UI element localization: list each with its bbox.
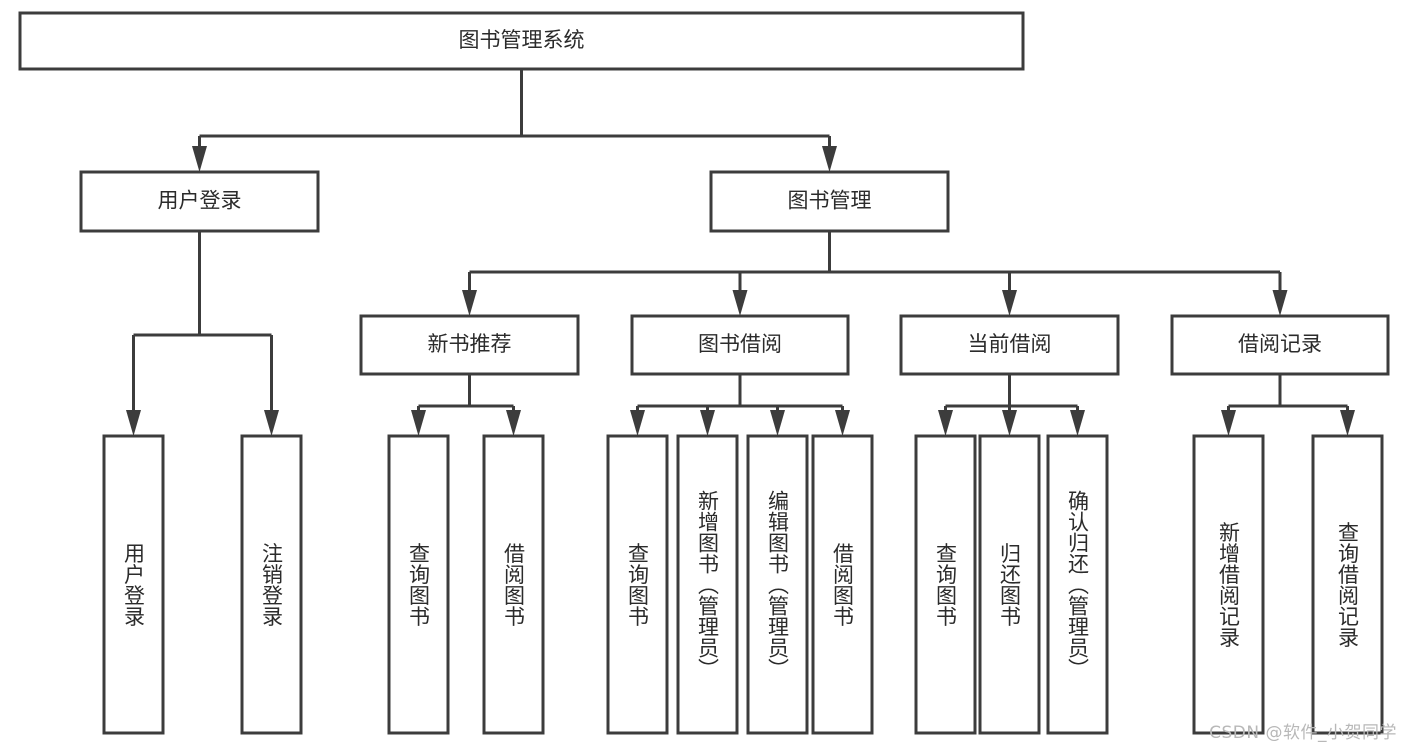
node-newbook-2[interactable]: 借阅图书 — [482, 434, 545, 735]
node-newbook[interactable]: 新书推荐 — [359, 314, 580, 376]
node-label-current-2: 归还图书 — [998, 543, 1022, 627]
arrow-head-icon — [1070, 410, 1085, 436]
connector-group-current — [938, 374, 1085, 436]
node-login-1[interactable]: 用户登录 — [102, 434, 165, 735]
connector-group-record — [1221, 374, 1355, 436]
connector-group-newbook — [411, 374, 521, 436]
node-label-login-2: 注销登录 — [260, 543, 284, 627]
edge-layer — [126, 69, 1355, 436]
arrow-head-icon — [630, 410, 645, 436]
node-box-login-2[interactable] — [240, 434, 303, 735]
node-box-borrow-4[interactable] — [811, 434, 874, 735]
node-label-borrow-2: 新增图书（管理员） — [696, 490, 720, 679]
node-borrow-4[interactable]: 借阅图书 — [811, 434, 874, 735]
arrow-head-icon — [732, 290, 748, 316]
node-box-login[interactable] — [79, 170, 320, 233]
arrow-head-icon — [700, 410, 715, 436]
node-layer: 图书管理系统用户登录图书管理新书推荐图书借阅当前借阅借阅记录用户登录注销登录查询… — [18, 11, 1390, 735]
arrow-head-icon — [1272, 290, 1288, 316]
node-label-current-1: 查询图书 — [934, 543, 958, 627]
node-login[interactable]: 用户登录 — [79, 170, 320, 233]
arrow-head-icon — [126, 410, 141, 436]
connector-group-bookmgmt — [462, 231, 1288, 316]
node-box-borrow-1[interactable] — [606, 434, 669, 735]
connector-group-login — [126, 231, 279, 436]
node-label-record-1: 新增借阅记录 — [1217, 522, 1241, 648]
arrow-head-icon — [835, 410, 850, 436]
node-box-record-2[interactable] — [1311, 434, 1384, 735]
node-label-borrow: 图书借阅 — [698, 332, 782, 356]
node-current-3[interactable]: 确认归还（管理员） — [1046, 434, 1109, 735]
node-box-borrow-2[interactable] — [676, 434, 739, 735]
node-box-borrow-3[interactable] — [746, 434, 809, 735]
node-box-newbook-2[interactable] — [482, 434, 545, 735]
node-current-2[interactable]: 归还图书 — [978, 434, 1041, 735]
node-borrow-2[interactable]: 新增图书（管理员） — [676, 434, 739, 735]
arrow-head-icon — [192, 146, 207, 172]
node-box-login-1[interactable] — [102, 434, 165, 735]
node-label-newbook: 新书推荐 — [428, 332, 512, 356]
arrow-head-icon — [938, 410, 953, 436]
node-box-record-1[interactable] — [1192, 434, 1265, 735]
node-box-root[interactable] — [18, 11, 1025, 71]
node-label-root: 图书管理系统 — [459, 28, 585, 52]
node-bookmgmt[interactable]: 图书管理 — [709, 170, 950, 233]
node-label-borrow-1: 查询图书 — [626, 543, 650, 627]
node-label-newbook-1: 查询图书 — [407, 543, 431, 627]
node-login-2[interactable]: 注销登录 — [240, 434, 303, 735]
node-label-borrow-4: 借阅图书 — [831, 543, 855, 627]
node-label-record: 借阅记录 — [1238, 332, 1322, 356]
node-label-borrow-3: 编辑图书（管理员） — [766, 490, 790, 679]
node-label-current-3: 确认归还（管理员） — [1066, 490, 1090, 679]
node-label-current: 当前借阅 — [968, 332, 1052, 356]
connector-group-borrow — [630, 374, 850, 436]
node-box-current-2[interactable] — [978, 434, 1041, 735]
node-label-bookmgmt: 图书管理 — [788, 189, 872, 213]
arrow-head-icon — [770, 410, 785, 436]
node-record[interactable]: 借阅记录 — [1170, 314, 1390, 376]
node-label-newbook-2: 借阅图书 — [502, 543, 526, 627]
node-current-1[interactable]: 查询图书 — [914, 434, 977, 735]
arrow-head-icon — [1221, 410, 1236, 436]
arrow-head-icon — [1002, 410, 1017, 436]
node-current[interactable]: 当前借阅 — [899, 314, 1120, 376]
node-record-2[interactable]: 查询借阅记录 — [1311, 434, 1384, 735]
arrow-head-icon — [1002, 290, 1017, 316]
arrow-head-icon — [822, 146, 837, 172]
node-box-borrow[interactable] — [630, 314, 850, 376]
arrow-head-icon — [264, 410, 279, 436]
node-root[interactable]: 图书管理系统 — [18, 11, 1025, 71]
node-label-record-2: 查询借阅记录 — [1336, 522, 1360, 648]
node-label-login: 用户登录 — [158, 189, 242, 213]
node-label-login-1: 用户登录 — [122, 543, 146, 627]
node-box-bookmgmt[interactable] — [709, 170, 950, 233]
node-record-1[interactable]: 新增借阅记录 — [1192, 434, 1265, 735]
node-box-newbook-1[interactable] — [387, 434, 450, 735]
node-box-current-3[interactable] — [1046, 434, 1109, 735]
node-newbook-1[interactable]: 查询图书 — [387, 434, 450, 735]
arrow-head-icon — [411, 410, 426, 436]
arrow-head-icon — [1340, 410, 1355, 436]
node-box-newbook[interactable] — [359, 314, 580, 376]
arrow-head-icon — [462, 290, 477, 316]
node-borrow-1[interactable]: 查询图书 — [606, 434, 669, 735]
node-box-current[interactable] — [899, 314, 1120, 376]
arrow-head-icon — [506, 410, 521, 436]
node-box-current-1[interactable] — [914, 434, 977, 735]
node-borrow[interactable]: 图书借阅 — [630, 314, 850, 376]
node-box-record[interactable] — [1170, 314, 1390, 376]
connector-group-root — [192, 69, 837, 172]
node-borrow-3[interactable]: 编辑图书（管理员） — [746, 434, 809, 735]
